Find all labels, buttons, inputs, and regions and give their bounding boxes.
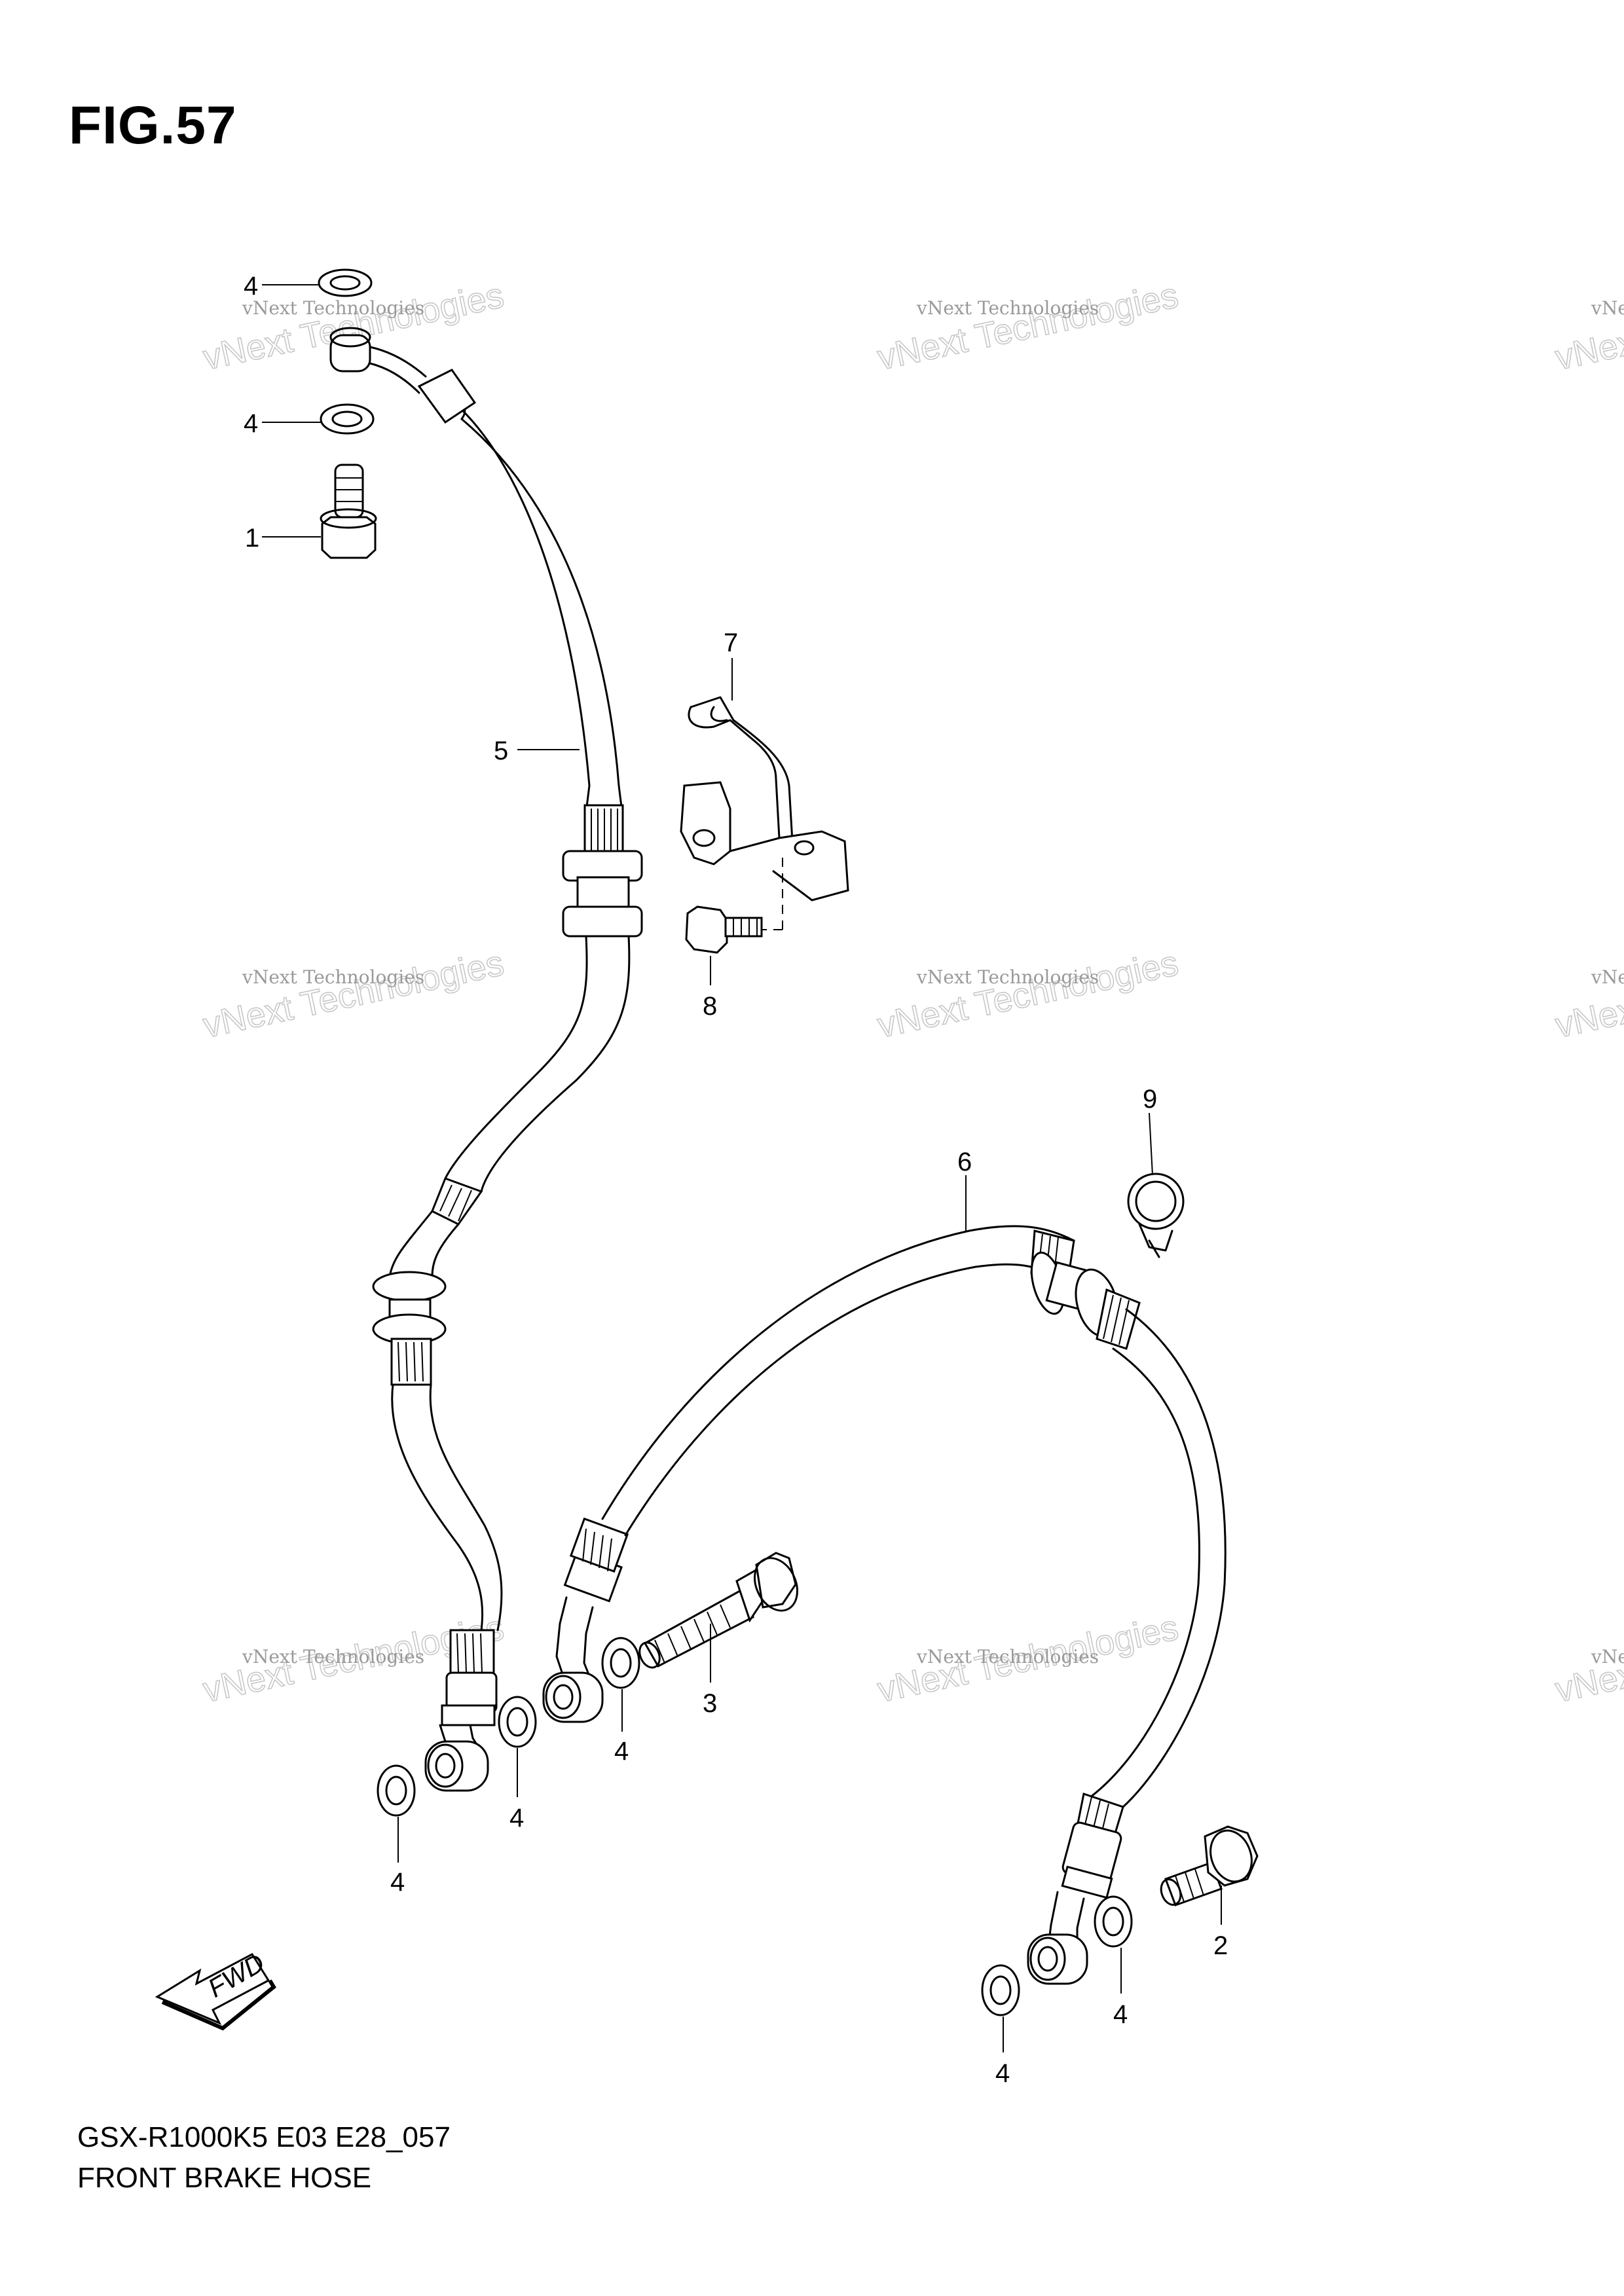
- svg-text:vNext Technologies: vNext Technologies: [200, 943, 507, 1046]
- watermark-grid: vNext Technologies vNext Technologies vN…: [199, 275, 1624, 1710]
- watermark: vNext Technologies vNext Technologies: [1551, 943, 1624, 1046]
- callout-8: 8: [703, 992, 717, 1021]
- callout-7: 7: [724, 629, 738, 657]
- svg-text:vNext Technologies: vNext Technologies: [916, 1646, 1099, 1667]
- washer-4a: [318, 268, 373, 297]
- washer-4e: [601, 1637, 640, 1689]
- svg-text:vNext Technologies: vNext Technologies: [242, 1646, 424, 1667]
- callout-4: 4: [995, 2059, 1010, 2088]
- svg-text:vNext Technologies: vNext Technologies: [1591, 966, 1624, 988]
- svg-text:vNext Technologies: vNext Technologies: [1591, 1646, 1624, 1667]
- watermark: vNext Technologies vNext Technologies: [874, 943, 1182, 1046]
- washer-4c: [377, 1764, 416, 1817]
- callout-4: 4: [614, 1737, 629, 1766]
- clamp-9: [1127, 1173, 1185, 1258]
- callout-3: 3: [703, 1689, 717, 1718]
- figure-title: FIG.57: [69, 96, 237, 155]
- callout-5: 5: [494, 737, 508, 765]
- callout-numbers: 4 4 1 5 7 8 9 6 3 4 4 4 2 4 4: [244, 272, 1228, 2088]
- washer-4g: [981, 1964, 1020, 2016]
- washer-4b: [320, 403, 375, 435]
- callout-4: 4: [1113, 2000, 1128, 2029]
- watermark: vNext Technologies vNext Technologies: [874, 1607, 1182, 1710]
- svg-text:vNext Technologies: vNext Technologies: [916, 966, 1099, 988]
- callout-9: 9: [1143, 1085, 1157, 1114]
- banjo-fitting-left-6: [542, 1671, 604, 1723]
- callout-4: 4: [244, 409, 258, 438]
- fwd-arrow-icon: FWD: [155, 1948, 276, 2031]
- hose-5: [318, 268, 643, 1792]
- banjo-fitting-bottom-5: [424, 1740, 489, 1792]
- washer-4d: [498, 1696, 537, 1748]
- svg-text:vNext Technologies: vNext Technologies: [874, 943, 1182, 1046]
- watermark: vNext Technologies vNext Technologies: [199, 943, 507, 1046]
- callout-4: 4: [509, 1804, 524, 1832]
- bracket-7: [680, 696, 849, 930]
- watermark: vNext Technologies vNext Technologies: [874, 275, 1182, 378]
- watermark: vNext Technologies vNext Technologies: [1551, 275, 1624, 378]
- section-name: FRONT BRAKE HOSE: [77, 2162, 372, 2194]
- washer-4f: [1094, 1895, 1133, 1948]
- banjo-fitting-bottom-6: [1027, 1933, 1088, 1985]
- svg-text:vNext Technologies: vNext Technologies: [874, 276, 1182, 378]
- union-bolt-3: [638, 1552, 798, 1669]
- callout-4: 4: [390, 1868, 405, 1897]
- union-bolt-2: [1160, 1825, 1259, 1906]
- callout-1: 1: [245, 524, 259, 553]
- svg-text:vNext Technologies: vNext Technologies: [916, 297, 1099, 319]
- hose-6: [542, 1225, 1227, 1985]
- callout-2: 2: [1213, 1931, 1228, 1960]
- svg-text:vNext Technologies: vNext Technologies: [1552, 943, 1624, 1046]
- svg-text:vNext Technologies: vNext Technologies: [242, 966, 424, 988]
- svg-text:vNext Technologies: vNext Technologies: [242, 297, 424, 319]
- svg-text:vNext Technologies: vNext Technologies: [1552, 276, 1624, 378]
- callout-6: 6: [957, 1148, 972, 1176]
- banjo-fitting-top: [329, 327, 427, 394]
- bolt-8: [685, 905, 763, 954]
- union-bolt-1: [320, 464, 377, 559]
- svg-text:vNext Technologies: vNext Technologies: [1591, 297, 1624, 319]
- callout-4: 4: [244, 272, 258, 301]
- watermark: vNext Technologies vNext Technologies: [1551, 1607, 1624, 1710]
- model-code: GSX-R1000K5 E03 E28_057: [77, 2121, 451, 2153]
- callout-leaders: [262, 284, 1222, 2052]
